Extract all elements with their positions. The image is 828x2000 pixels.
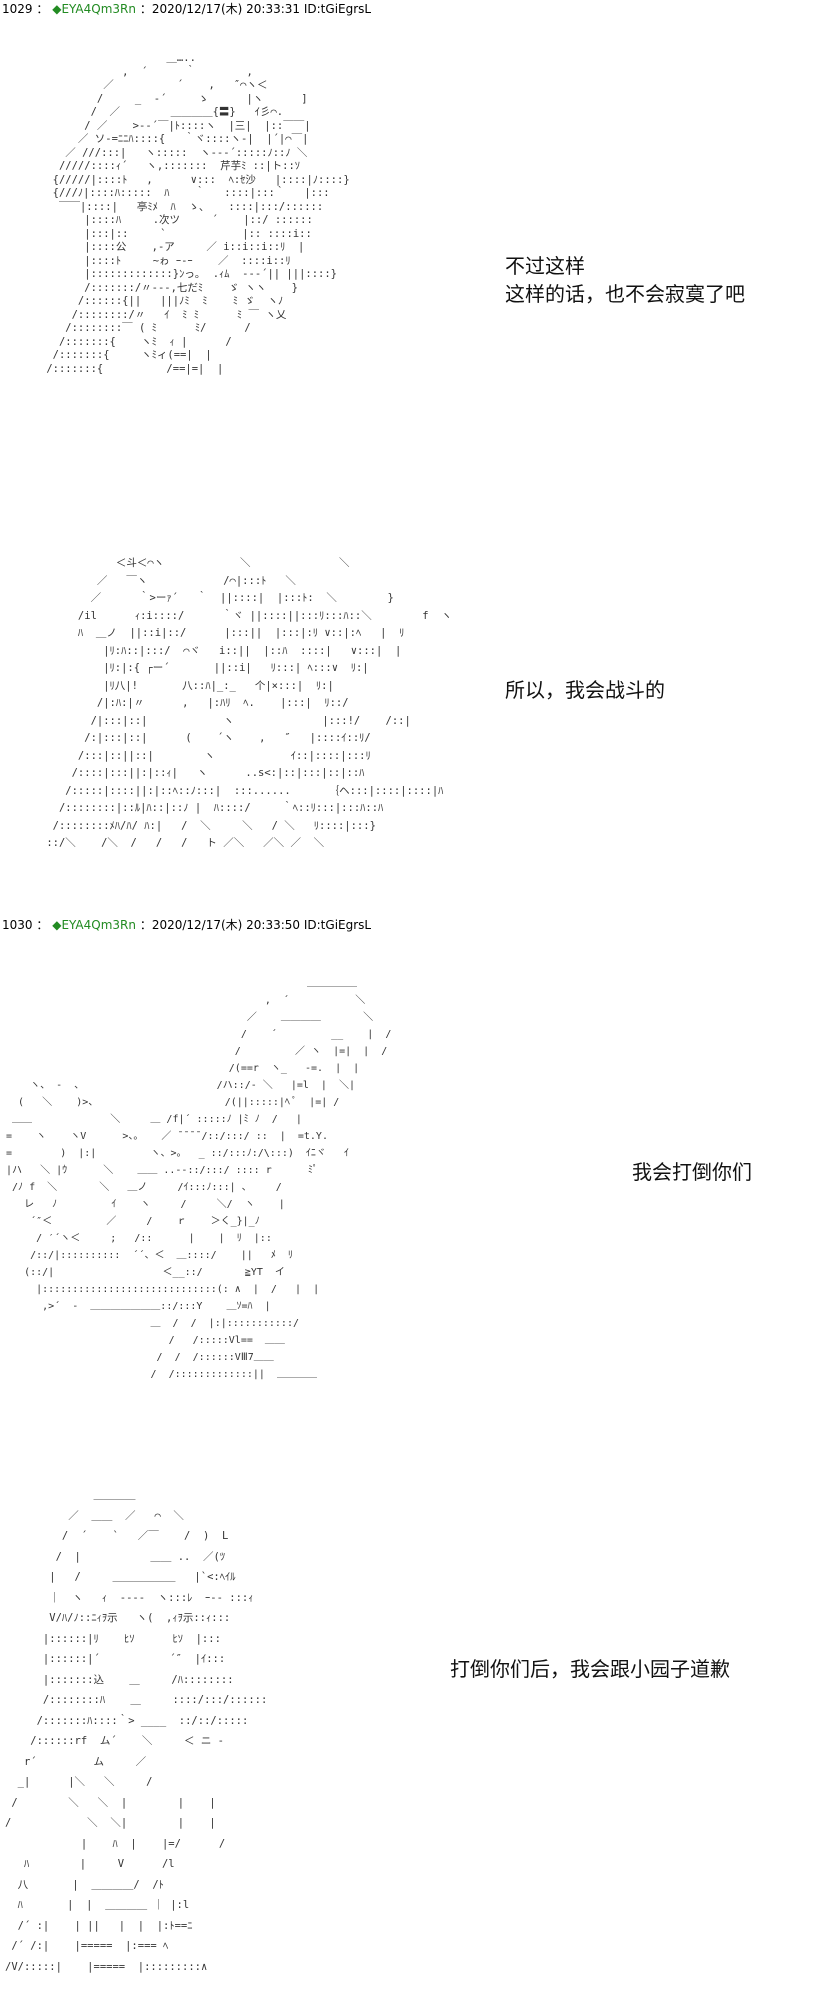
caption-line: 这样的话，也不会寂寞了吧 (505, 282, 745, 306)
caption-panel-4: 打倒你们后，我会跟小园子道歉 (450, 1655, 730, 1683)
ascii-art-panel-3: ＿＿＿＿＿ , ´ ＼ ／ ＿＿＿＿ ＼ / ´ __ | / (6, 978, 392, 1380)
caption-panel-2: 所以，我会战斗的 (505, 676, 665, 704)
ascii-art-panel-4: ＿＿＿＿ ／ ＿＿ ／ ⌒ ＼ / ´ ` ／￣ / ) L / | ＿＿ ..… (5, 1489, 268, 1973)
caption-panel-1: 不过这样 这样的话，也不会寂寞了吧 (505, 252, 745, 308)
ascii-art-panel-1: ＿….. , ´ ｀ , ／ ´ , ″⌒ヽ＜ / _ -´ ゝ |ヽ ] / … (46, 52, 350, 375)
ascii-art-panel-2: ＜斗＜⌒ヽ ＼ ＼ ／ ￣ヽ /⌒|:::ﾄ ＼ ／ ｀>ーｧ´ ｀ ||:::… (46, 557, 452, 849)
post-header-1029: 1029 ： ◆EYA4Qm3Rn ：2020/12/17(木) 20:33:3… (2, 2, 371, 16)
post-header-1030: 1030 ： ◆EYA4Qm3Rn ：2020/12/17(木) 20:33:5… (2, 918, 371, 932)
poster-name-link[interactable]: ◆EYA4Qm3Rn (52, 918, 136, 932)
poster-name-link[interactable]: ◆EYA4Qm3Rn (52, 2, 136, 16)
caption-line: 所以，我会战斗的 (505, 678, 665, 702)
post-separator: ： (36, 2, 49, 16)
post-separator: ： (36, 918, 49, 932)
caption-line: 我会打倒你们 (632, 1160, 752, 1184)
caption-line: 不过这样 (505, 254, 585, 278)
caption-panel-3: 我会打倒你们 (632, 1158, 752, 1186)
post-number: 1029 (2, 2, 33, 16)
post-datetime-id: ：2020/12/17(木) 20:33:31 ID:tGiEgrsL (139, 2, 372, 16)
post-number: 1030 (2, 918, 33, 932)
post-datetime-id: ：2020/12/17(木) 20:33:50 ID:tGiEgrsL (139, 918, 372, 932)
caption-line: 打倒你们后，我会跟小园子道歉 (450, 1657, 730, 1681)
